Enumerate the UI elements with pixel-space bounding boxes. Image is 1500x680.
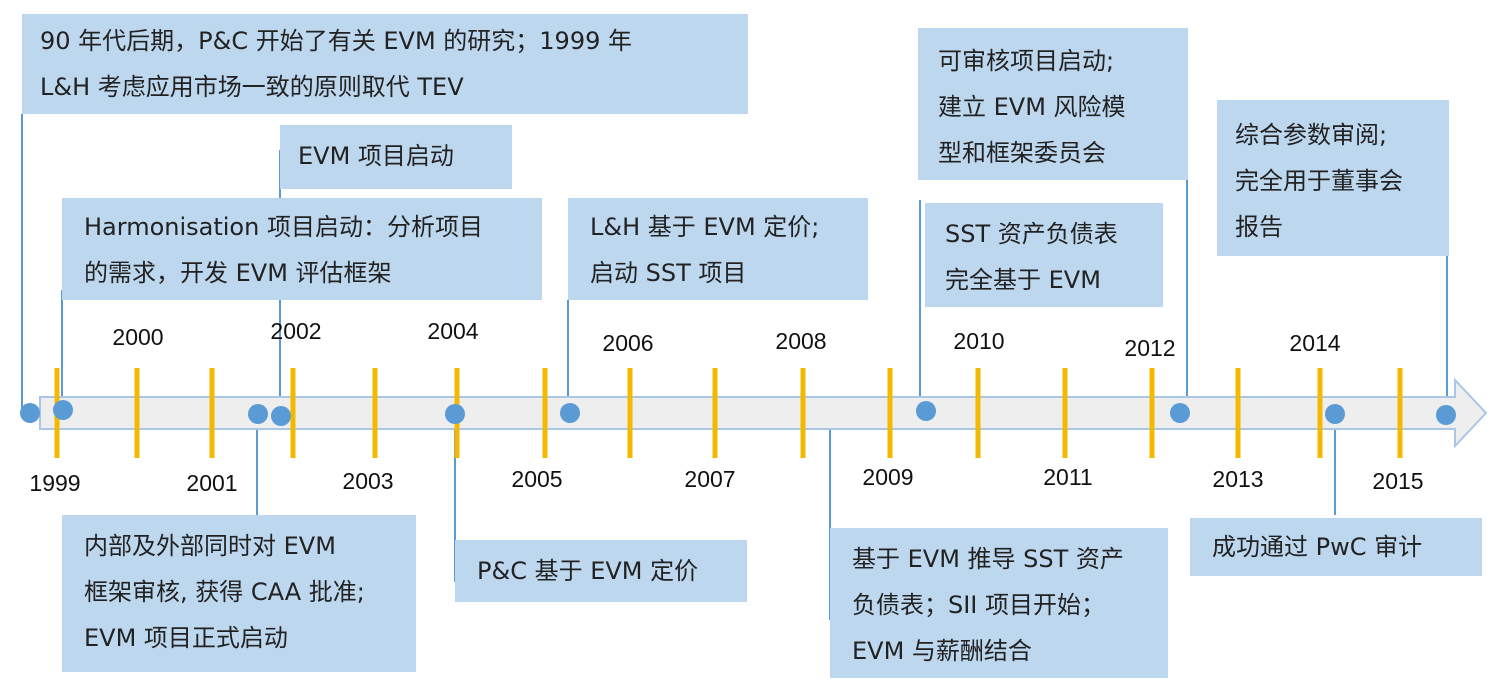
event-text: 报告: [1235, 213, 1283, 241]
year-label-2010: 2010: [953, 328, 1005, 354]
event-text: EVM 与薪酬结合: [852, 637, 1032, 665]
year-label-1999: 1999: [29, 470, 81, 496]
year-label-2000: 2000: [112, 324, 164, 350]
timeline-arrow: [39, 377, 1488, 449]
event-text: 成功通过 PwC 审计: [1212, 533, 1423, 561]
event-text: EVM 项目启动: [298, 142, 454, 170]
event-text: 负债表；SII 项目开始；: [852, 591, 1106, 619]
year-label-2006: 2006: [602, 330, 654, 356]
event-box-caa-approval: 内部及外部同时对 EVM 框架审核, 获得 CAA 批准; EVM 项目正式启动: [62, 515, 416, 672]
event-text: L&H 基于 EVM 定价;: [590, 213, 820, 241]
event-text: 内部及外部同时对 EVM: [84, 532, 336, 560]
dot-e5: [445, 404, 465, 424]
year-label-2007: 2007: [684, 466, 736, 492]
dot-e2: [271, 406, 291, 426]
event-text: L&H 考虑应用市场一致的原则取代 TEV: [40, 73, 464, 101]
year-label-2001: 2001: [186, 470, 238, 496]
event-text: 90 年代后期，P&C 开始了有关 EVM 的研究；1999 年: [40, 27, 632, 55]
dot-e10: [1436, 405, 1456, 425]
year-label-2003: 2003: [342, 468, 394, 494]
year-label-2015: 2015: [1372, 468, 1424, 494]
event-text: SST 资产负债表: [945, 220, 1118, 248]
dot-e1: [20, 403, 40, 423]
year-label-2009: 2009: [862, 464, 914, 490]
year-label-2002: 2002: [270, 318, 322, 344]
dot-e4: [248, 404, 268, 424]
event-box-auditable-project: 可审核项目启动; 建立 EVM 风险模 型和框架委员会: [918, 28, 1188, 180]
event-box-pwc-audit: 成功通过 PwC 审计: [1190, 518, 1482, 576]
dot-e6: [560, 403, 580, 423]
year-label-2008: 2008: [775, 328, 827, 354]
year-label-2004: 2004: [427, 318, 479, 344]
event-text: 基于 EVM 推导 SST 资产: [852, 545, 1124, 573]
event-text: 综合参数审阅;: [1235, 121, 1388, 149]
dot-e11: [1325, 404, 1345, 424]
event-dots: [20, 400, 1456, 426]
event-text: Harmonisation 项目启动：分析项目: [84, 213, 483, 241]
year-ticks: [54, 368, 1403, 458]
event-text: P&C 基于 EVM 定价: [477, 557, 699, 585]
event-text: 建立 EVM 风险模: [938, 93, 1126, 121]
dot-e8: [1170, 403, 1190, 423]
year-label-2013: 2013: [1212, 466, 1264, 492]
event-text: EVM 项目正式启动: [84, 624, 288, 652]
event-box-late-90s: 90 年代后期，P&C 开始了有关 EVM 的研究；1999 年 L&H 考虑应…: [22, 14, 748, 114]
event-text: 框架审核, 获得 CAA 批准;: [84, 578, 365, 606]
year-label-2012: 2012: [1124, 335, 1176, 361]
year-label-2011: 2011: [1043, 464, 1093, 490]
event-box-pc-evm-pricing: P&C 基于 EVM 定价: [455, 540, 747, 602]
event-text: 型和框架委员会: [938, 139, 1106, 167]
connector-lines: [21, 114, 1448, 620]
event-box-lh-evm-pricing: L&H 基于 EVM 定价; 启动 SST 项目: [568, 198, 868, 300]
year-label-2014: 2014: [1289, 330, 1341, 356]
year-label-2005: 2005: [511, 466, 563, 492]
event-box-evm-project-start: EVM 项目启动: [280, 125, 512, 189]
event-text: 可审核项目启动;: [938, 47, 1115, 75]
event-box-sst-balance-evm: SST 资产负债表 完全基于 EVM: [925, 203, 1163, 307]
event-box-board-report: 综合参数审阅; 完全用于董事会 报告: [1217, 100, 1449, 256]
event-box-sst-balance-derivation: 基于 EVM 推导 SST 资产 负债表；SII 项目开始； EVM 与薪酬结合: [830, 528, 1168, 678]
event-text: 完全用于董事会: [1235, 167, 1403, 195]
event-box-harmonisation: Harmonisation 项目启动：分析项目 的需求，开发 EVM 评估框架: [62, 198, 542, 300]
event-text: 完全基于 EVM: [945, 266, 1101, 294]
dot-e3: [53, 400, 73, 420]
dot-e9: [916, 401, 936, 421]
event-text: 的需求，开发 EVM 评估框架: [84, 259, 392, 287]
event-text: 启动 SST 项目: [590, 259, 747, 287]
